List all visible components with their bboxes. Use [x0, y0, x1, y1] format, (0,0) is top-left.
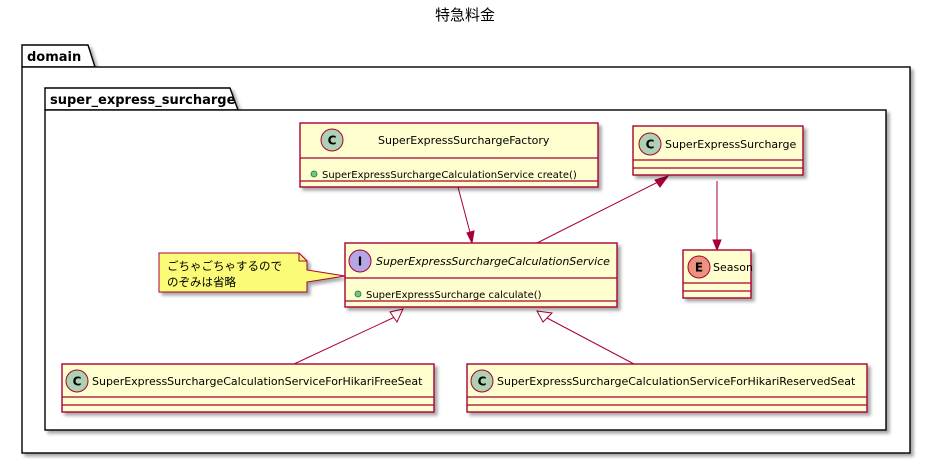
association-service-surcharge [536, 177, 667, 244]
interface-super-express-surcharge-calculation-service[interactable]: I SuperExpressSurchargeCalculationServic… [344, 242, 618, 308]
stereotype-letter: C [478, 375, 487, 389]
stereotype-letter: C [328, 134, 337, 148]
interface-stereotype-icon [348, 249, 372, 273]
class-hikari-free-seat[interactable]: C SuperExpressSurchargeCalculationServic… [61, 363, 435, 413]
class-name: SuperExpressSurcharge [665, 138, 796, 151]
class-name: SuperExpressSurchargeFactory [378, 134, 550, 147]
package-super-express-surcharge-label: super_express_surcharge [50, 93, 236, 108]
enum-name: Season [713, 261, 753, 274]
method-calculate: SuperExpressSurcharge calculate() [366, 290, 542, 301]
class-stereotype-icon [470, 369, 494, 393]
relations [293, 175, 722, 365]
realization-reserved-seat [546, 317, 635, 365]
arrowhead-surcharge-season [712, 239, 722, 252]
arrowhead-service-surcharge [654, 175, 670, 188]
association-factory-service [457, 186, 473, 241]
stereotype-letter: E [695, 261, 703, 275]
realization-free-seat [293, 315, 398, 365]
interface-name: SuperExpressSurchargeCalculationService [376, 255, 610, 268]
arrowhead-factory-service [466, 230, 475, 245]
enum-stereotype-icon [687, 255, 711, 279]
class-name: SuperExpressSurchargeCalculationServiceF… [497, 375, 856, 388]
class-super-express-surcharge-factory[interactable]: C SuperExpressSurchargeFactory SuperExpr… [299, 122, 599, 188]
class-stereotype-icon [638, 132, 662, 156]
class-stereotype-icon [65, 369, 89, 393]
package-domain-label: domain [27, 50, 81, 65]
triangle-reserved-seat [536, 310, 554, 323]
triangle-free-seat [389, 308, 404, 323]
diagram-title: 特急料金 [435, 6, 495, 24]
enum-season[interactable]: E Season [682, 249, 753, 299]
method-create: SuperExpressSurchargeCalculationService … [322, 170, 577, 181]
public-method-icon [310, 170, 318, 178]
note-line-1: ごちゃごちゃするので [167, 259, 282, 273]
stereotype-letter: I [358, 255, 362, 269]
class-stereotype-icon [320, 128, 344, 152]
stereotype-letter: C [646, 138, 655, 152]
note-line-2: のぞみは省略 [167, 275, 236, 289]
class-super-express-surcharge[interactable]: C SuperExpressSurcharge [632, 125, 804, 176]
public-method-icon [354, 290, 362, 298]
stereotype-letter: C [73, 375, 82, 389]
class-hikari-reserved-seat[interactable]: C SuperExpressSurchargeCalculationServic… [466, 363, 868, 413]
class-name: SuperExpressSurchargeCalculationServiceF… [92, 375, 423, 388]
